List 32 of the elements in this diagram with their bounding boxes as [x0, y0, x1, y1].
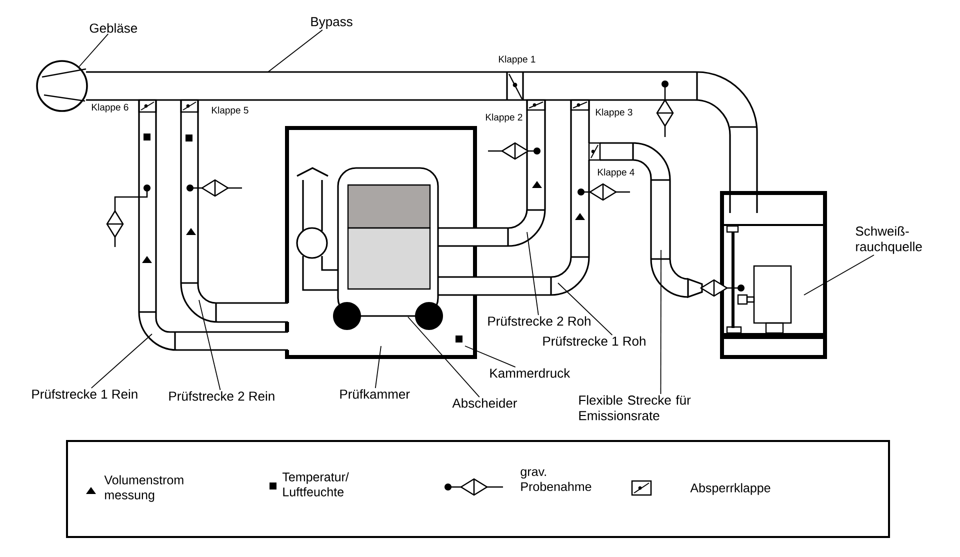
part-label: Prüfstrecke 2 Rein [169, 391, 274, 401]
part-label: Flexible Strecke für Emissionsrate [579, 395, 691, 420]
part-label: Gebläse [90, 23, 138, 33]
damper-label: Klappe 1 [499, 56, 536, 64]
legend-label: grav. Probenahme [520, 469, 592, 492]
leader-line [408, 316, 480, 398]
part-label: Abscheider [452, 398, 518, 408]
part-label: Prüfstrecke 2 Roh [488, 316, 590, 326]
part-label: Kammerdruck [490, 368, 570, 378]
damper-label: Klappe 2 [486, 114, 522, 122]
part-label: Schweiß- rauchquelle [856, 226, 922, 254]
damper-label: Klappe 4 [598, 168, 634, 178]
part-label: Prüfkammer [340, 389, 410, 399]
fan-circle [36, 60, 88, 112]
damper-label: Klappe 3 [596, 108, 632, 118]
part-label: Prüfstrecke 1 Roh [543, 336, 646, 346]
part-label: Prüfstrecke 1 Rein [32, 389, 138, 399]
leader-line [198, 300, 221, 390]
leader-line [90, 334, 152, 388]
damper-label: Klappe 5 [212, 106, 248, 116]
part-label: Bypass [311, 17, 352, 29]
leader-line [374, 346, 382, 388]
legend-label: Temperatur/ Luftfeuchte [282, 472, 349, 496]
leader-line [464, 346, 516, 368]
leader-line [526, 232, 539, 316]
leader-line [78, 34, 109, 68]
leader-line [558, 282, 613, 336]
leader-line [804, 254, 874, 296]
leader-line [268, 30, 323, 72]
legend-label: Absperrklappe [690, 483, 770, 495]
legend-label: Volumenstrom messung [104, 475, 184, 502]
leader-line [660, 250, 662, 394]
